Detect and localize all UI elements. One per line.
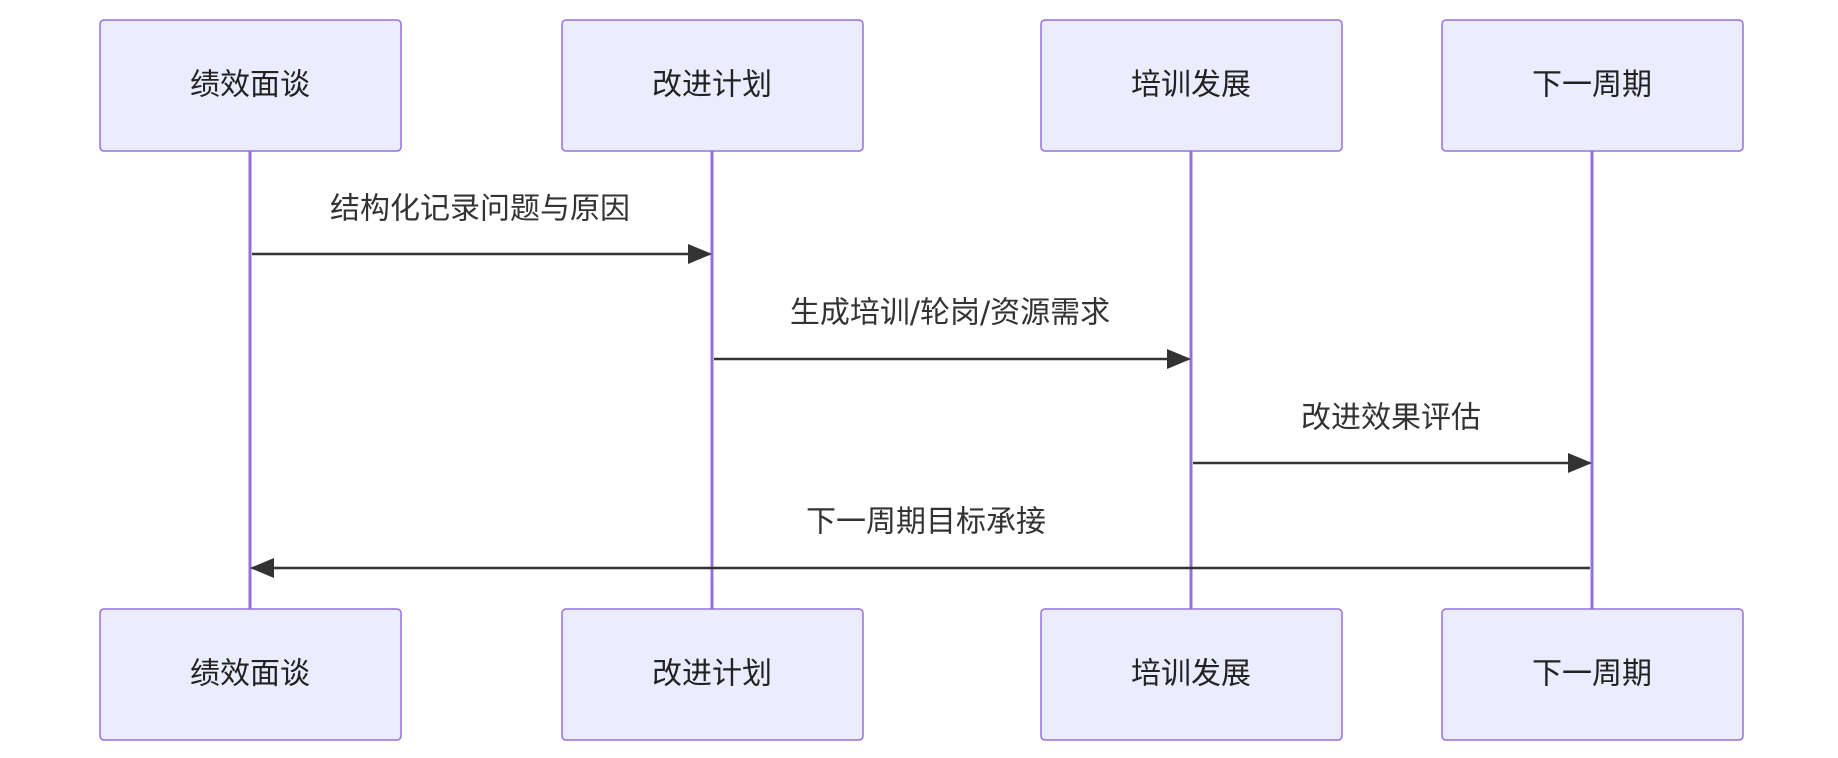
participant-next-top: 下一周期 [1441, 19, 1744, 152]
participant-label: 改进计划 [652, 68, 772, 103]
participant-plan-bottom: 改进计划 [561, 608, 864, 741]
participant-label: 绩效面谈 [190, 68, 310, 103]
message-3: 改进效果评估 [1193, 401, 1592, 473]
participant-training-top: 培训发展 [1040, 19, 1343, 152]
participant-interview-top: 绩效面谈 [99, 19, 402, 152]
message-label: 生成培训/轮岗/资源需求 [790, 296, 1110, 331]
message-1: 结构化记录问题与原因 [252, 192, 712, 264]
message-2: 生成培训/轮岗/资源需求 [714, 296, 1191, 369]
participant-label: 培训发展 [1131, 657, 1251, 692]
participant-label: 下一周期 [1532, 68, 1652, 103]
message-label: 改进效果评估 [1301, 401, 1481, 436]
participant-label: 改进计划 [652, 657, 772, 692]
participant-label: 培训发展 [1131, 68, 1251, 103]
message-4: 下一周期目标承接 [250, 505, 1590, 578]
participant-label: 下一周期 [1532, 657, 1652, 692]
participant-plan-top: 改进计划 [561, 19, 864, 152]
participant-interview-bottom: 绩效面谈 [99, 608, 402, 741]
message-label: 下一周期目标承接 [806, 505, 1046, 540]
participant-training-bottom: 培训发展 [1040, 608, 1343, 741]
participant-next-bottom: 下一周期 [1441, 608, 1744, 741]
participant-label: 绩效面谈 [190, 657, 310, 692]
message-label: 结构化记录问题与原因 [330, 192, 630, 227]
